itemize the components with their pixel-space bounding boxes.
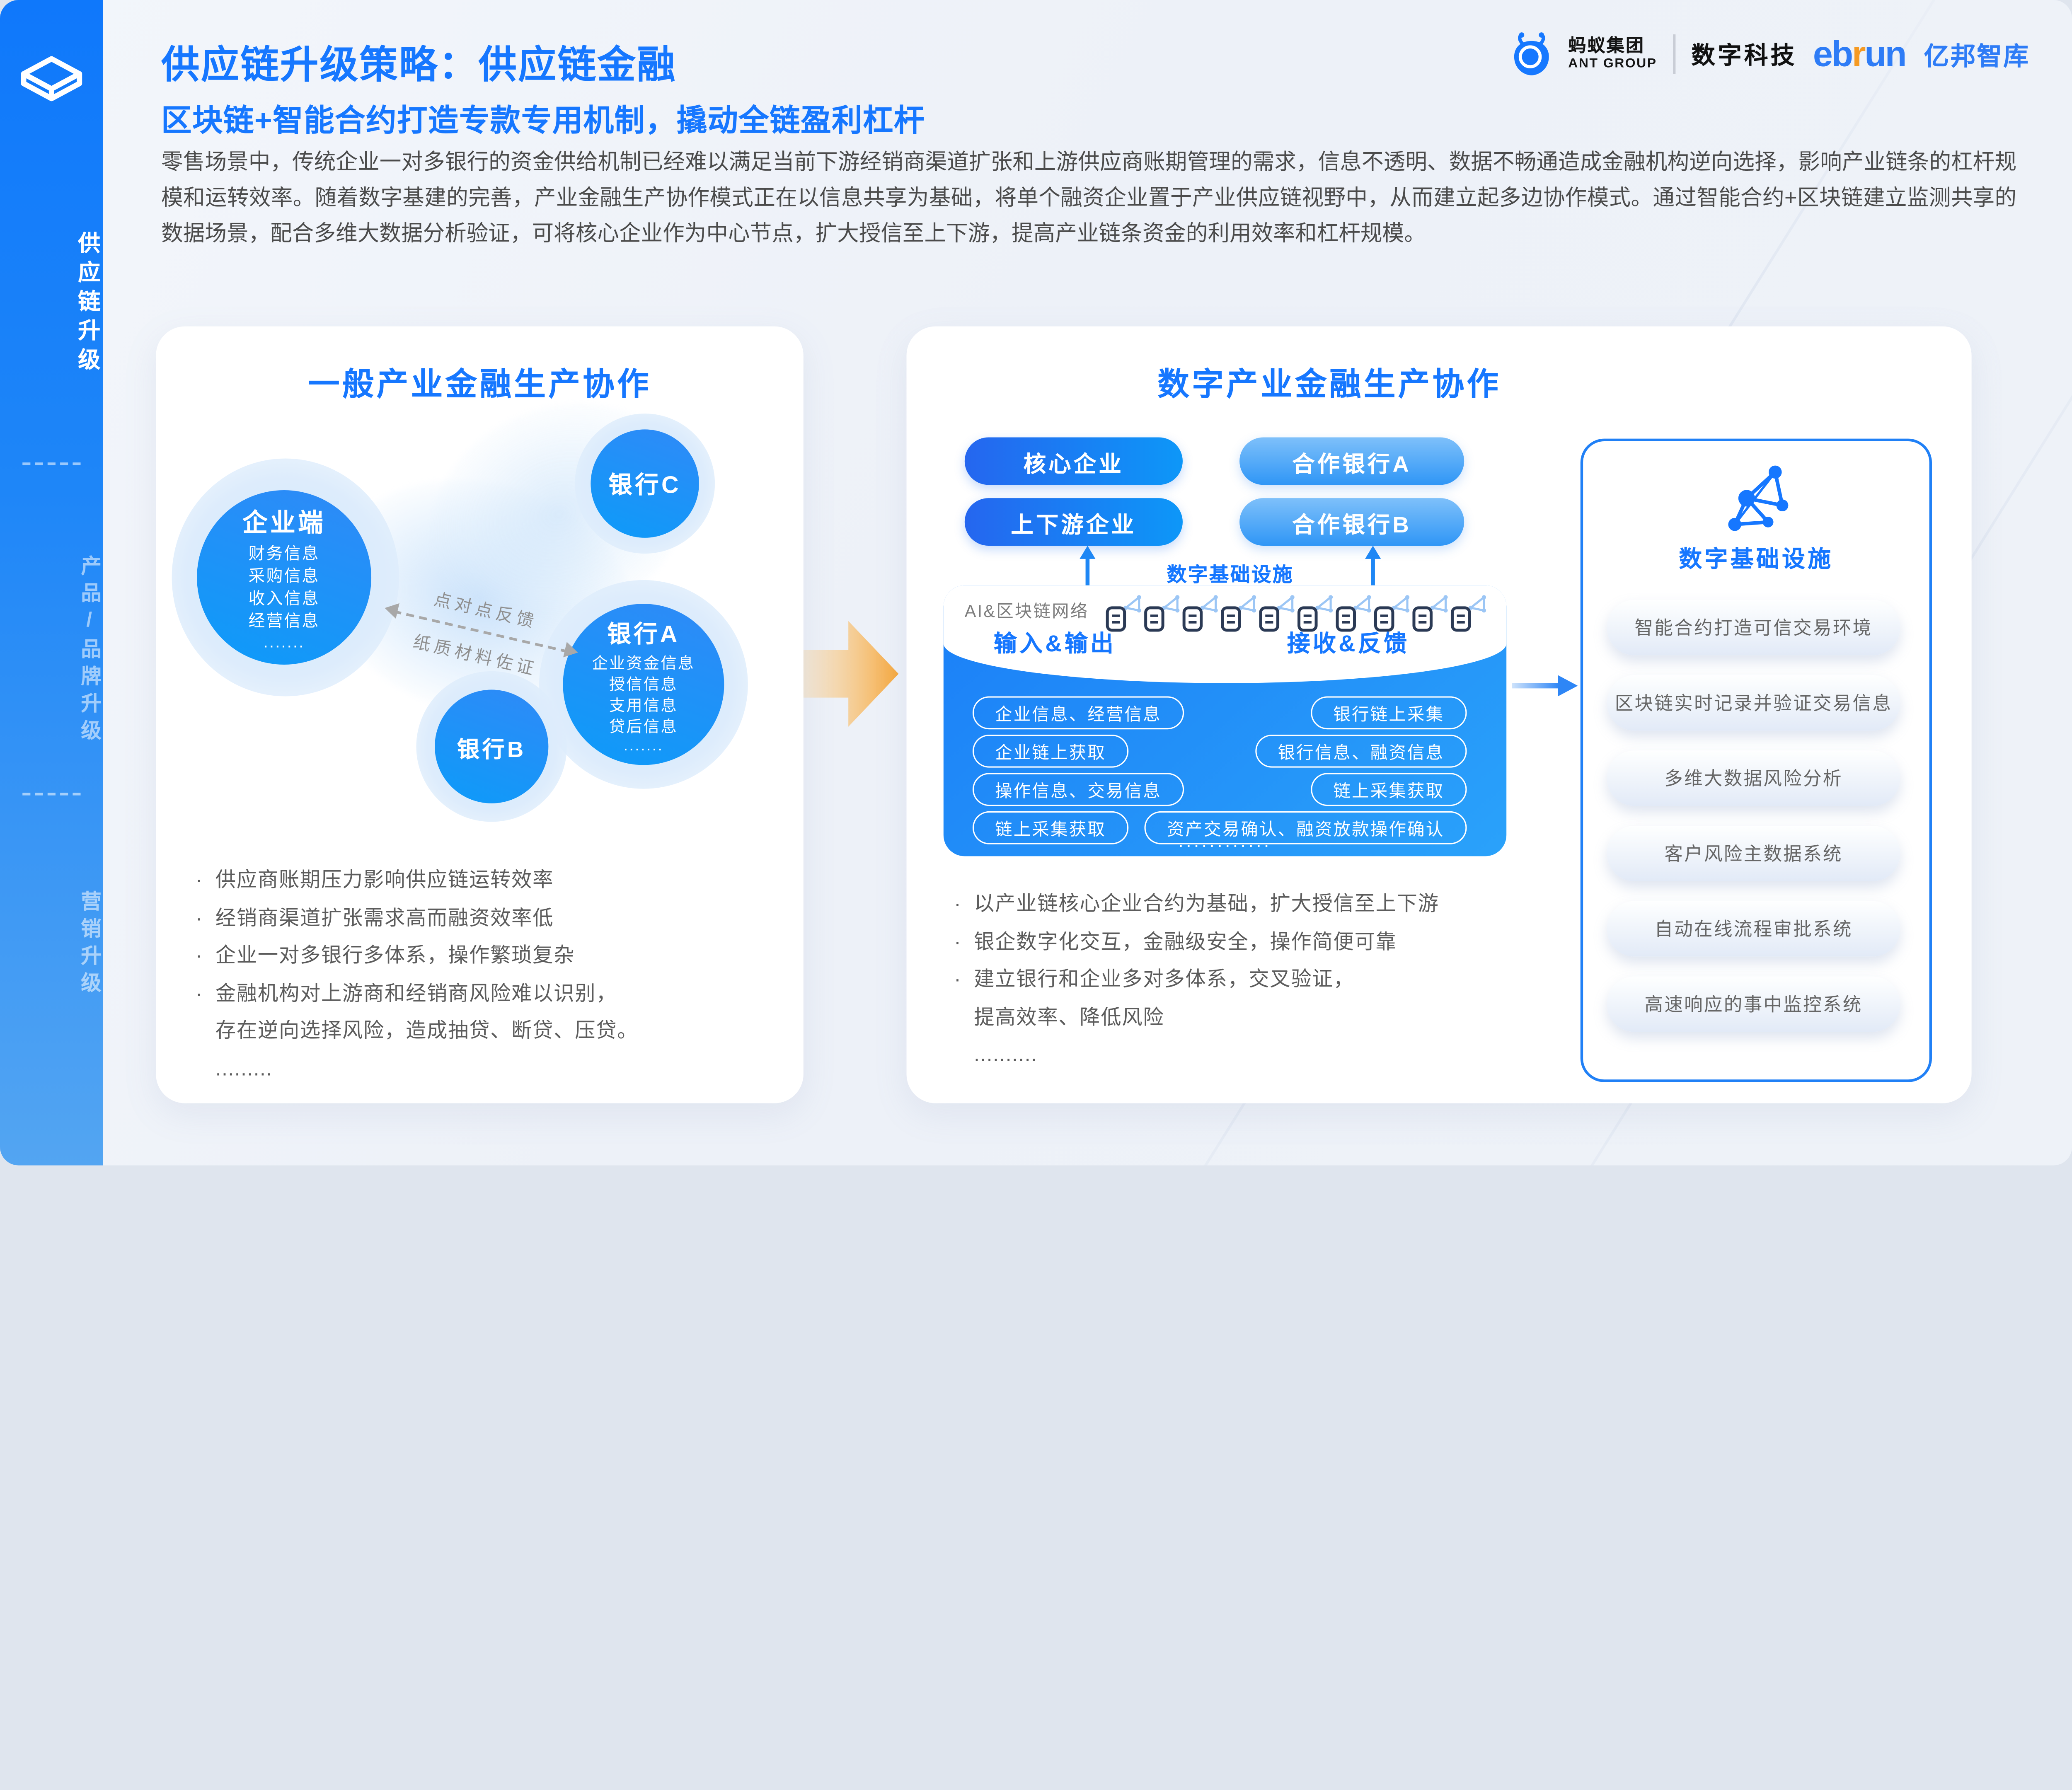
- data-pill: 链上采集获取: [1311, 773, 1467, 806]
- partner-bank-a-pill: 合作银行A: [1239, 437, 1464, 485]
- ant-cn-label: 蚂蚁集团: [1568, 36, 1645, 56]
- page-title: 供应链升级策略：供应链金融: [161, 45, 677, 87]
- data-pill: 资产交易确认、融资放款操作确认: [1144, 811, 1467, 844]
- sidebar-divider: [22, 793, 81, 796]
- infra-item: 智能合约打造可信交易环境: [1607, 600, 1900, 656]
- intro-paragraph: 零售场景中，传统企业一对多银行的资金供给机制已经难以满足当前下游经销商渠道扩张和…: [161, 150, 2017, 246]
- bank-b-circle: 银行B: [435, 689, 549, 803]
- bank-a-line: 支用信息: [609, 695, 678, 714]
- io-input-output-label: 输入&输出: [993, 630, 1116, 657]
- infra-item: 客户风险主数据系统: [1607, 825, 1900, 881]
- bullet-line: ·银企数字化交互，金融级安全，操作简便可靠: [954, 931, 1397, 953]
- data-pill: 企业链上获取: [972, 734, 1129, 768]
- to-infra-arrow-icon: [1511, 675, 1578, 697]
- data-pill: 链上采集获取: [972, 811, 1129, 844]
- bank-a-circle: 银行A 企业资金信息 授信信息 支用信息 贷后信息 .......: [563, 604, 724, 765]
- data-pill: 银行链上采集: [1311, 696, 1467, 730]
- bank-a-line: 授信信息: [609, 674, 678, 693]
- bank-a-line: 企业资金信息: [592, 653, 695, 672]
- ebrun-logo: ebrun: [1813, 34, 1907, 73]
- ebrun-cn-logo: 亿邦智库: [1924, 43, 2030, 71]
- data-pill: 企业信息、经营信息: [972, 696, 1184, 730]
- ant-group-icon: [1514, 32, 1549, 75]
- bullet-line: ·经销商渠道扩张需求高而融资效率低: [195, 907, 554, 930]
- data-pill: 操作信息、交易信息: [972, 773, 1184, 806]
- infra-item: 区块链实时记录并验证交易信息: [1607, 675, 1900, 731]
- updown-enterprise-pill: 上下游企业: [964, 498, 1183, 546]
- bank-c-circle: 银行C: [591, 429, 699, 538]
- ant-en-label: ANT GROUP: [1568, 56, 1657, 71]
- logo-divider: [1673, 34, 1676, 74]
- digitech-logo: 数字科技: [1691, 42, 1797, 69]
- data-row: 操作信息、交易信息 链上采集获取: [972, 773, 1467, 806]
- data-row: 链上采集获取 资产交易确认、融资放款操作确认: [972, 811, 1467, 844]
- ellipsis-dots: ............: [1178, 830, 1272, 851]
- right-bullet-list: ·以产业链核心企业合约为基础，扩大授信至上下游 ·银企数字化交互，金融级安全，操…: [954, 887, 1439, 1075]
- enterprise-line: 财务信息: [248, 544, 320, 562]
- panel-traditional: 一般产业金融生产协作 企业端 财务信息 采购信息 收入信息 经营信息 .....…: [156, 326, 804, 1103]
- slide: 供应链升级 产品/品牌升级 营销升级 供应链升级策略：供应链金融 区块链+智能合…: [0, 0, 2072, 1166]
- cube-icon: [21, 56, 82, 102]
- blockchain-network-box: AI&区块链网络 输入&输出 接收&反馈 企业信息、: [943, 585, 1507, 856]
- bullet-line: .........: [215, 1057, 273, 1080]
- enterprise-label: 企业端: [242, 509, 326, 537]
- sidebar-item-supply-chain[interactable]: 供应链升级: [74, 231, 99, 377]
- infra-item: 自动在线流程审批系统: [1607, 901, 1900, 957]
- enterprise-circle: 企业端 财务信息 采购信息 收入信息 经营信息 .......: [197, 490, 372, 665]
- bullet-line: ..........: [974, 1044, 1038, 1067]
- infra-title: 数字基础设施: [1679, 545, 1834, 572]
- bullet-line: ·企业一对多银行多体系，操作繁琐复杂: [195, 944, 575, 968]
- infra-item: 多维大数据风险分析: [1607, 750, 1900, 806]
- bank-a-line: 贷后信息: [609, 716, 678, 735]
- network-box-header: [943, 585, 1507, 683]
- bank-a-label: 银行A: [607, 620, 680, 647]
- left-bullet-list: ·供应商账期压力影响供应链运转效率 ·经销商渠道扩张需求高而融资效率低 ·企业一…: [196, 863, 638, 1089]
- data-row: 企业信息、经营信息 银行链上采集: [972, 696, 1467, 730]
- bullet-line: ·金融机构对上游商和经销商风险难以识别，: [195, 982, 617, 1005]
- bank-c-label: 银行C: [608, 472, 681, 498]
- bullet-line: 存在逆向选择风险，造成抽贷、断贷、压贷。: [215, 1020, 639, 1043]
- page-subtitle: 区块链+智能合约打造专款专用机制，撬动全链盈利杠杆: [161, 103, 925, 138]
- enterprise-line: 采购信息: [248, 566, 320, 585]
- bank-b-label: 银行B: [457, 736, 526, 762]
- sidebar-divider: [22, 462, 81, 465]
- enterprise-line: 收入信息: [248, 588, 320, 607]
- enterprise-line: .......: [263, 632, 305, 651]
- sidebar-item-marketing[interactable]: 营销升级: [78, 890, 101, 999]
- partner-bank-b-pill: 合作银行B: [1239, 498, 1464, 546]
- right-panel-title: 数字产业金融生产协作: [1157, 367, 1501, 403]
- enterprise-line: 经营信息: [248, 611, 320, 630]
- transition-arrow-icon: [779, 621, 899, 727]
- sidebar-item-product-brand[interactable]: 产品/品牌升级: [78, 555, 101, 747]
- ai-blockchain-label: AI&区块链网络: [964, 601, 1089, 621]
- infra-mid-label: 数字基础设施: [1167, 564, 1294, 587]
- left-panel-title: 一般产业金融生产协作: [307, 367, 652, 403]
- ant-group-wordmark: 蚂蚁集团 ANT GROUP: [1568, 36, 1657, 71]
- io-receive-feedback-label: 接收&反馈: [1287, 630, 1410, 657]
- blockchain-network-icon: [1728, 465, 1789, 531]
- data-row: 企业链上获取 银行信息、融资信息: [972, 734, 1467, 768]
- bank-a-line: .......: [623, 735, 664, 754]
- logo-bar: 蚂蚁集团 ANT GROUP 数字科技 ebrun 亿邦智库: [1510, 32, 2030, 77]
- core-enterprise-pill: 核心企业: [964, 437, 1183, 485]
- bullet-line: ·以产业链核心企业合约为基础，扩大授信至上下游: [954, 893, 1439, 916]
- infra-item: 高速响应的事中监控系统: [1607, 976, 1900, 1032]
- digital-infrastructure-box: 数字基础设施 智能合约打造可信交易环境 区块链实时记录并验证交易信息 多维大数据…: [1580, 438, 1932, 1082]
- bullet-line: ·建立银行和企业多对多体系，交叉验证，: [954, 968, 1355, 991]
- data-pill: 银行信息、融资信息: [1255, 734, 1467, 768]
- sidebar: 供应链升级 产品/品牌升级 营销升级: [0, 0, 103, 1166]
- panel-digital: 数字产业金融生产协作 核心企业 上下游企业 合作银行A 合作银行B 数字基础设施…: [906, 326, 1972, 1103]
- bullet-line: 提高效率、降低风险: [974, 1006, 1164, 1029]
- bullet-line: ·供应商账期压力影响供应链运转效率: [195, 869, 554, 892]
